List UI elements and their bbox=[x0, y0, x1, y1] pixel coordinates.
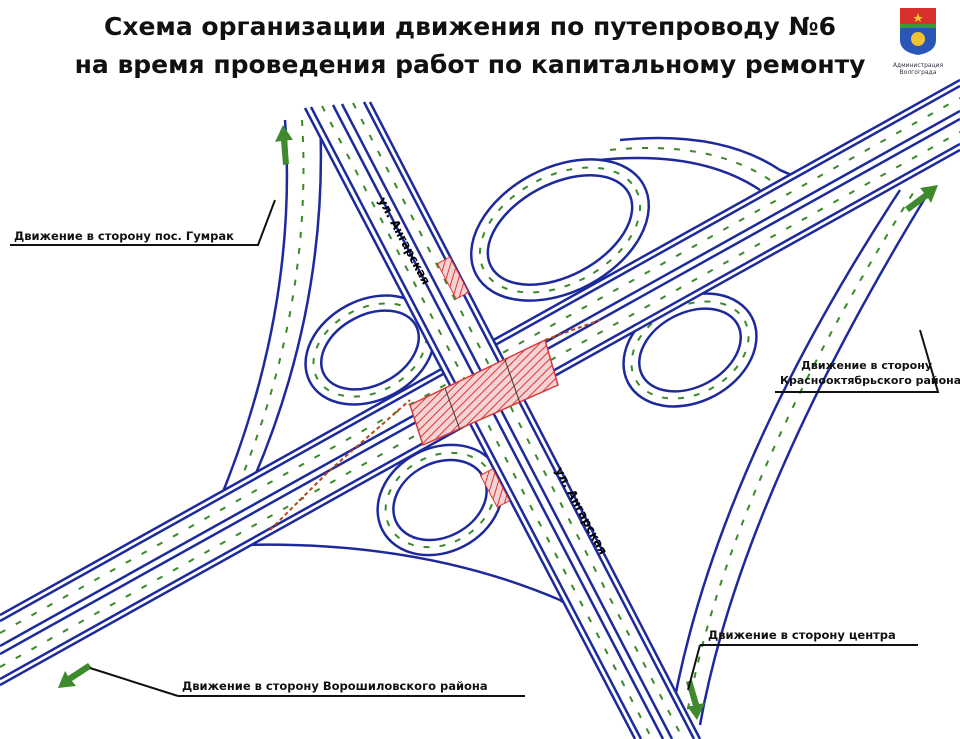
work-zone-area bbox=[409, 338, 559, 447]
angarskaya-street bbox=[303, 101, 702, 739]
volgograd-coat-of-arms-logo: Администрация Волгограда bbox=[888, 6, 948, 76]
callout-center-leader bbox=[687, 644, 701, 691]
work-zone-divider bbox=[444, 387, 461, 431]
street-edge-line bbox=[331, 104, 665, 739]
work-zone-divider bbox=[504, 359, 521, 404]
repair-work-zone bbox=[269, 319, 601, 531]
callout-krasnooktyabrsky bbox=[775, 329, 940, 393]
street-edge-line bbox=[309, 106, 643, 739]
arrow-voroshilovsky-icon bbox=[58, 663, 92, 688]
street-edges bbox=[303, 101, 702, 739]
logo-caption: Администрация Волгограда bbox=[892, 62, 944, 76]
loop-north bbox=[469, 158, 651, 302]
highway-traffic-flow bbox=[0, 97, 960, 634]
loop-east-inner bbox=[638, 307, 742, 393]
street-traffic-flow bbox=[321, 105, 653, 739]
direction-label-krasnooktyabrsky-line-1: Движение в сторону bbox=[801, 359, 932, 372]
title-line-2: на время проведения работ по капитальном… bbox=[74, 50, 866, 79]
callout-gumrak bbox=[10, 199, 276, 246]
street-traffic-arrows bbox=[321, 102, 684, 739]
street-edge-line bbox=[362, 101, 696, 739]
ramp-east bbox=[698, 189, 932, 726]
arrow-gumrak-icon bbox=[275, 125, 293, 165]
title-line-1: Схема организации движения по путепровод… bbox=[104, 12, 836, 41]
ramp-west bbox=[198, 119, 289, 546]
direction-label-krasnooktyabrsky-line-2: Краснооктябрьского района bbox=[780, 374, 960, 387]
direction-arrows bbox=[58, 125, 938, 720]
highway-traffic-arrows bbox=[0, 97, 960, 668]
ramp-northeast-inner bbox=[599, 156, 761, 192]
loop-west-inner bbox=[319, 309, 421, 391]
traffic-flow-ramp-northeast bbox=[609, 147, 771, 181]
highway-traffic-flow bbox=[0, 131, 960, 668]
ramp-east-inner bbox=[668, 189, 902, 726]
direction-label-center: Движение в сторону центра bbox=[708, 628, 896, 642]
traffic-flow-ramp-east bbox=[684, 189, 916, 726]
direction-label-krasnooktyabrsky: Движение в сторону Краснооктябрьского ра… bbox=[780, 358, 960, 388]
street-edge-line bbox=[368, 101, 702, 739]
traffic-flow-loop-east bbox=[630, 300, 750, 400]
direction-label-voroshilovsky: Движение в сторону Ворошиловского района bbox=[182, 679, 488, 693]
cloverleaf-loops bbox=[198, 117, 932, 726]
street-surface bbox=[305, 102, 700, 739]
arrow-center-icon bbox=[686, 680, 705, 720]
callout-voroshilovsky-leader bbox=[89, 667, 179, 697]
street-traffic-flow bbox=[352, 102, 684, 739]
barrier-north bbox=[436, 256, 470, 300]
coat-of-arms-icon bbox=[900, 8, 936, 55]
work-zone-fence bbox=[269, 319, 601, 531]
arrow-krasnooktyabrsky-icon bbox=[905, 185, 938, 212]
page-title: Схема организации движения по путепровод… bbox=[0, 8, 940, 84]
barrier-south bbox=[479, 468, 511, 508]
street-edge-line bbox=[340, 103, 674, 739]
label-callouts bbox=[10, 199, 940, 697]
direction-label-gumrak: Движение в сторону пос. Гумрак bbox=[14, 229, 234, 243]
loop-north-inner bbox=[486, 174, 634, 286]
